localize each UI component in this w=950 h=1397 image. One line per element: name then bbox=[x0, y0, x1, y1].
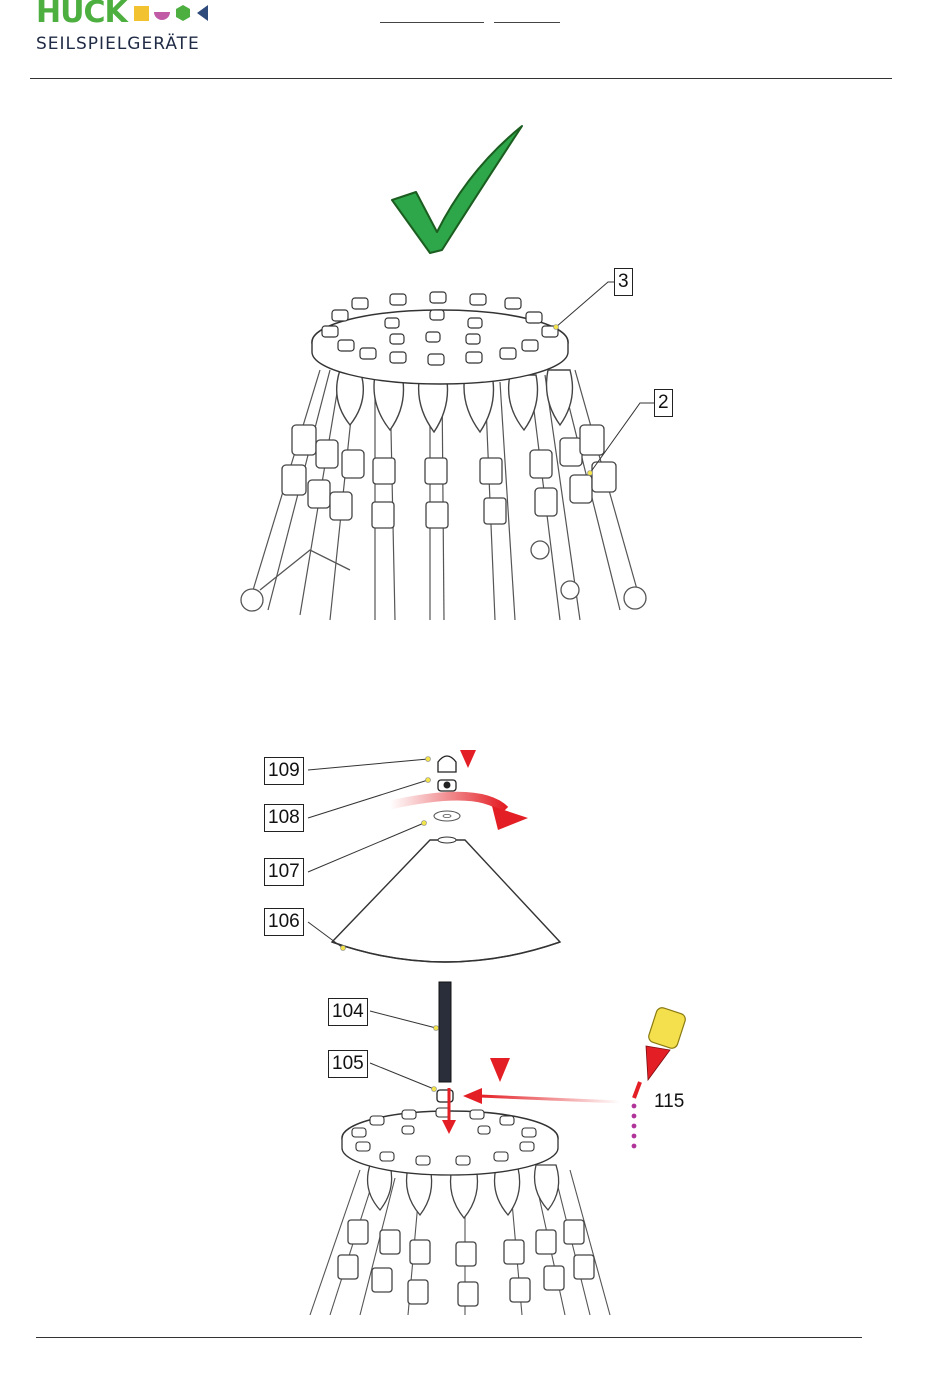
company-logo: HUCK SEILSPIELGERÄTE bbox=[36, 0, 226, 60]
brand-subtitle: SEILSPIELGERÄTE bbox=[36, 34, 200, 54]
brand-name: HUCK bbox=[36, 0, 127, 28]
callout-part-105: 105 bbox=[328, 1050, 368, 1078]
exploded-cap-figure bbox=[230, 710, 700, 1320]
header-rule bbox=[30, 78, 892, 79]
header-tab-line-2 bbox=[494, 22, 560, 23]
arrow-left-glue bbox=[480, 1096, 620, 1102]
header-tab-line-1 bbox=[380, 22, 484, 23]
callout-part-104: 104 bbox=[328, 998, 368, 1026]
callout-part-108: 108 bbox=[264, 804, 304, 832]
callout-part-106: 106 bbox=[264, 908, 304, 936]
glue-bottle-icon bbox=[632, 1006, 687, 1148]
green-checkmark-icon bbox=[392, 126, 522, 253]
callout-part-107: 107 bbox=[264, 858, 304, 886]
callout-part-3: 3 bbox=[614, 268, 633, 296]
callout-part-109: 109 bbox=[264, 757, 304, 785]
logo-shapes-icon bbox=[133, 3, 213, 23]
rotate-arrow-icon bbox=[390, 796, 505, 810]
callout-part-2: 2 bbox=[654, 389, 673, 417]
footer-rule bbox=[36, 1337, 862, 1338]
logo-shapes bbox=[133, 3, 213, 23]
assembled-top-figure bbox=[230, 120, 700, 630]
glue-label-115: 115 bbox=[654, 1091, 684, 1113]
